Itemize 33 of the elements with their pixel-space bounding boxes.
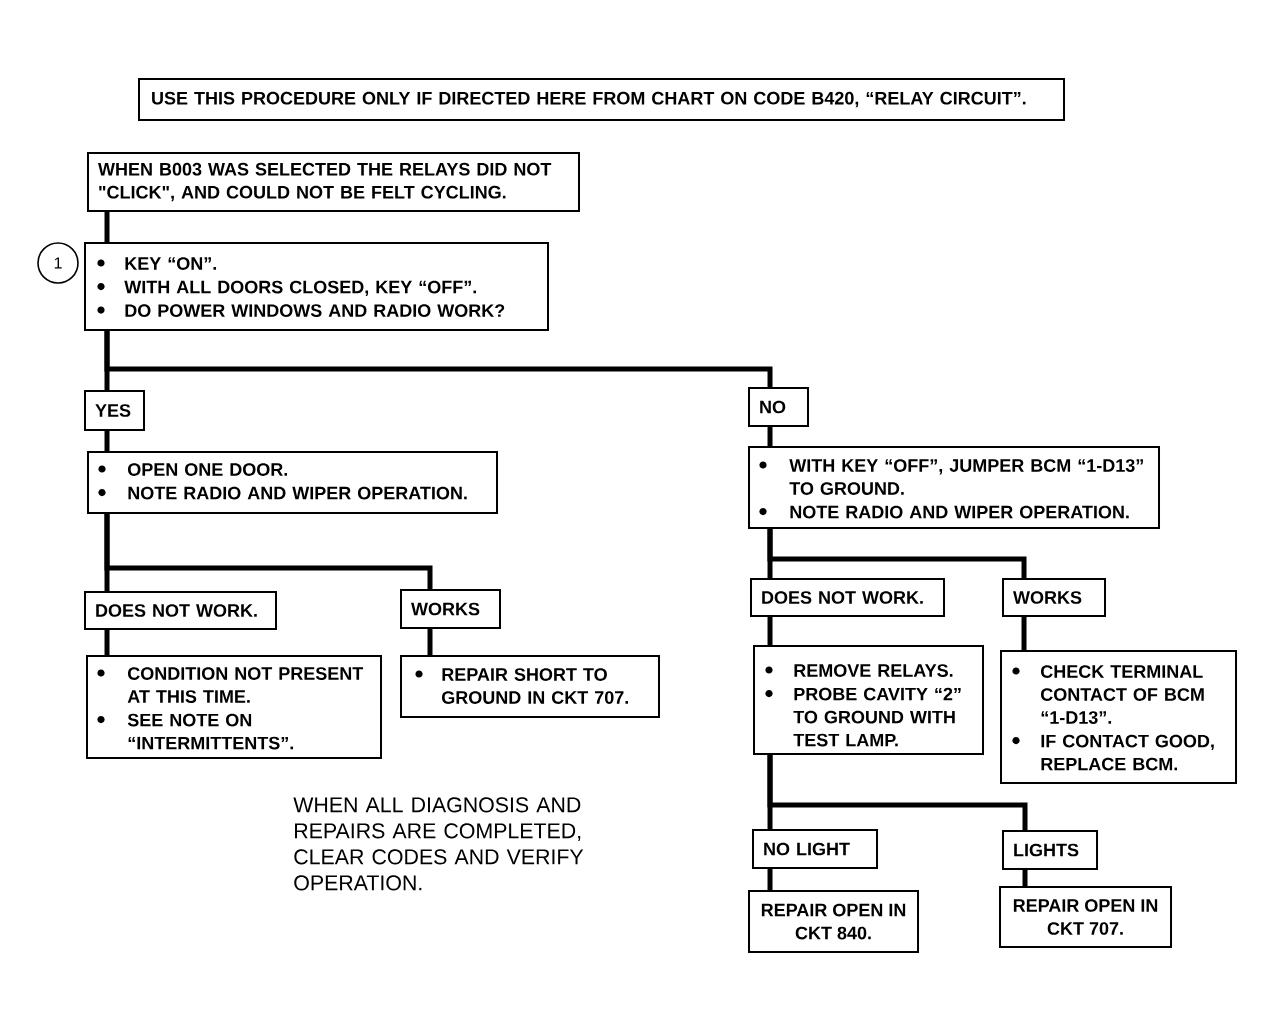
connector-line xyxy=(104,630,110,655)
result-box: REPAIR OPEN IN CKT 707. xyxy=(999,886,1172,948)
connector-line xyxy=(767,755,1028,830)
connector-line xyxy=(1022,870,1028,886)
process-box: CONDITION NOT PRESENT AT THIS TIME. SEE NOTE ON “INTERMITTENTS”. xyxy=(86,655,382,759)
process-box: REMOVE RELAYS. PROBE CAVITY “2” TO GROUND WITH TEST LAMP. xyxy=(753,645,984,755)
outcome-box: LIGHTS xyxy=(1002,830,1098,870)
connector-line xyxy=(104,431,110,451)
outcome-box: DOES NOT WORK. xyxy=(84,591,277,630)
outcome-box: YES xyxy=(84,390,145,431)
note-text: WHEN ALL DIAGNOSIS AND REPAIRS ARE COMPLETED, CLEAR CODES AND VERIFY OPERATION. xyxy=(293,797,584,891)
connector-line xyxy=(104,514,433,589)
process-box: OPEN ONE DOOR. NOTE RADIO AND WIPER OPERATION. xyxy=(87,451,498,514)
process-box: KEY “ON”. WITH ALL DOORS CLOSED, KEY “OFF”. DO POWER WINDOWS AND RADIO WORK? xyxy=(84,242,549,331)
connector-line xyxy=(1021,617,1027,650)
process-box: WHEN B003 WAS SELECTED THE RELAYS DID NOT "CLICK", AND COULD NOT BE FELT CYCLING. xyxy=(87,152,580,212)
outcome-box: NO LIGHT xyxy=(752,829,878,869)
connector-line xyxy=(767,617,773,645)
outcome-box: DOES NOT WORK. xyxy=(750,578,945,617)
connector-line xyxy=(104,212,110,242)
outcome-box: WORKS xyxy=(1002,578,1106,617)
result-box: REPAIR OPEN IN CKT 840. xyxy=(748,890,919,953)
process-box: CHECK TERMINAL CONTACT OF BCM “1-D13”. IF CONTACT GOOD, REPLACE BCM. xyxy=(1000,650,1237,784)
note-box: USE THIS PROCEDURE ONLY IF DIRECTED HERE FROM CHART ON CODE B420, “RELAY CIRCUIT”. xyxy=(138,78,1065,121)
connector-line xyxy=(427,629,433,655)
connector-line xyxy=(104,331,773,387)
connector-line xyxy=(767,529,1027,578)
outcome-box: NO xyxy=(748,387,809,427)
connector-line xyxy=(767,869,773,890)
connector-line xyxy=(767,427,773,446)
process-box: WITH KEY “OFF”, JUMPER BCM “1-D13” TO GROUND. NOTE RADIO AND WIPER OPERATION. xyxy=(748,446,1160,529)
process-box: REPAIR SHORT TO GROUND IN CKT 707. xyxy=(400,655,660,718)
outcome-box: WORKS xyxy=(400,589,501,629)
